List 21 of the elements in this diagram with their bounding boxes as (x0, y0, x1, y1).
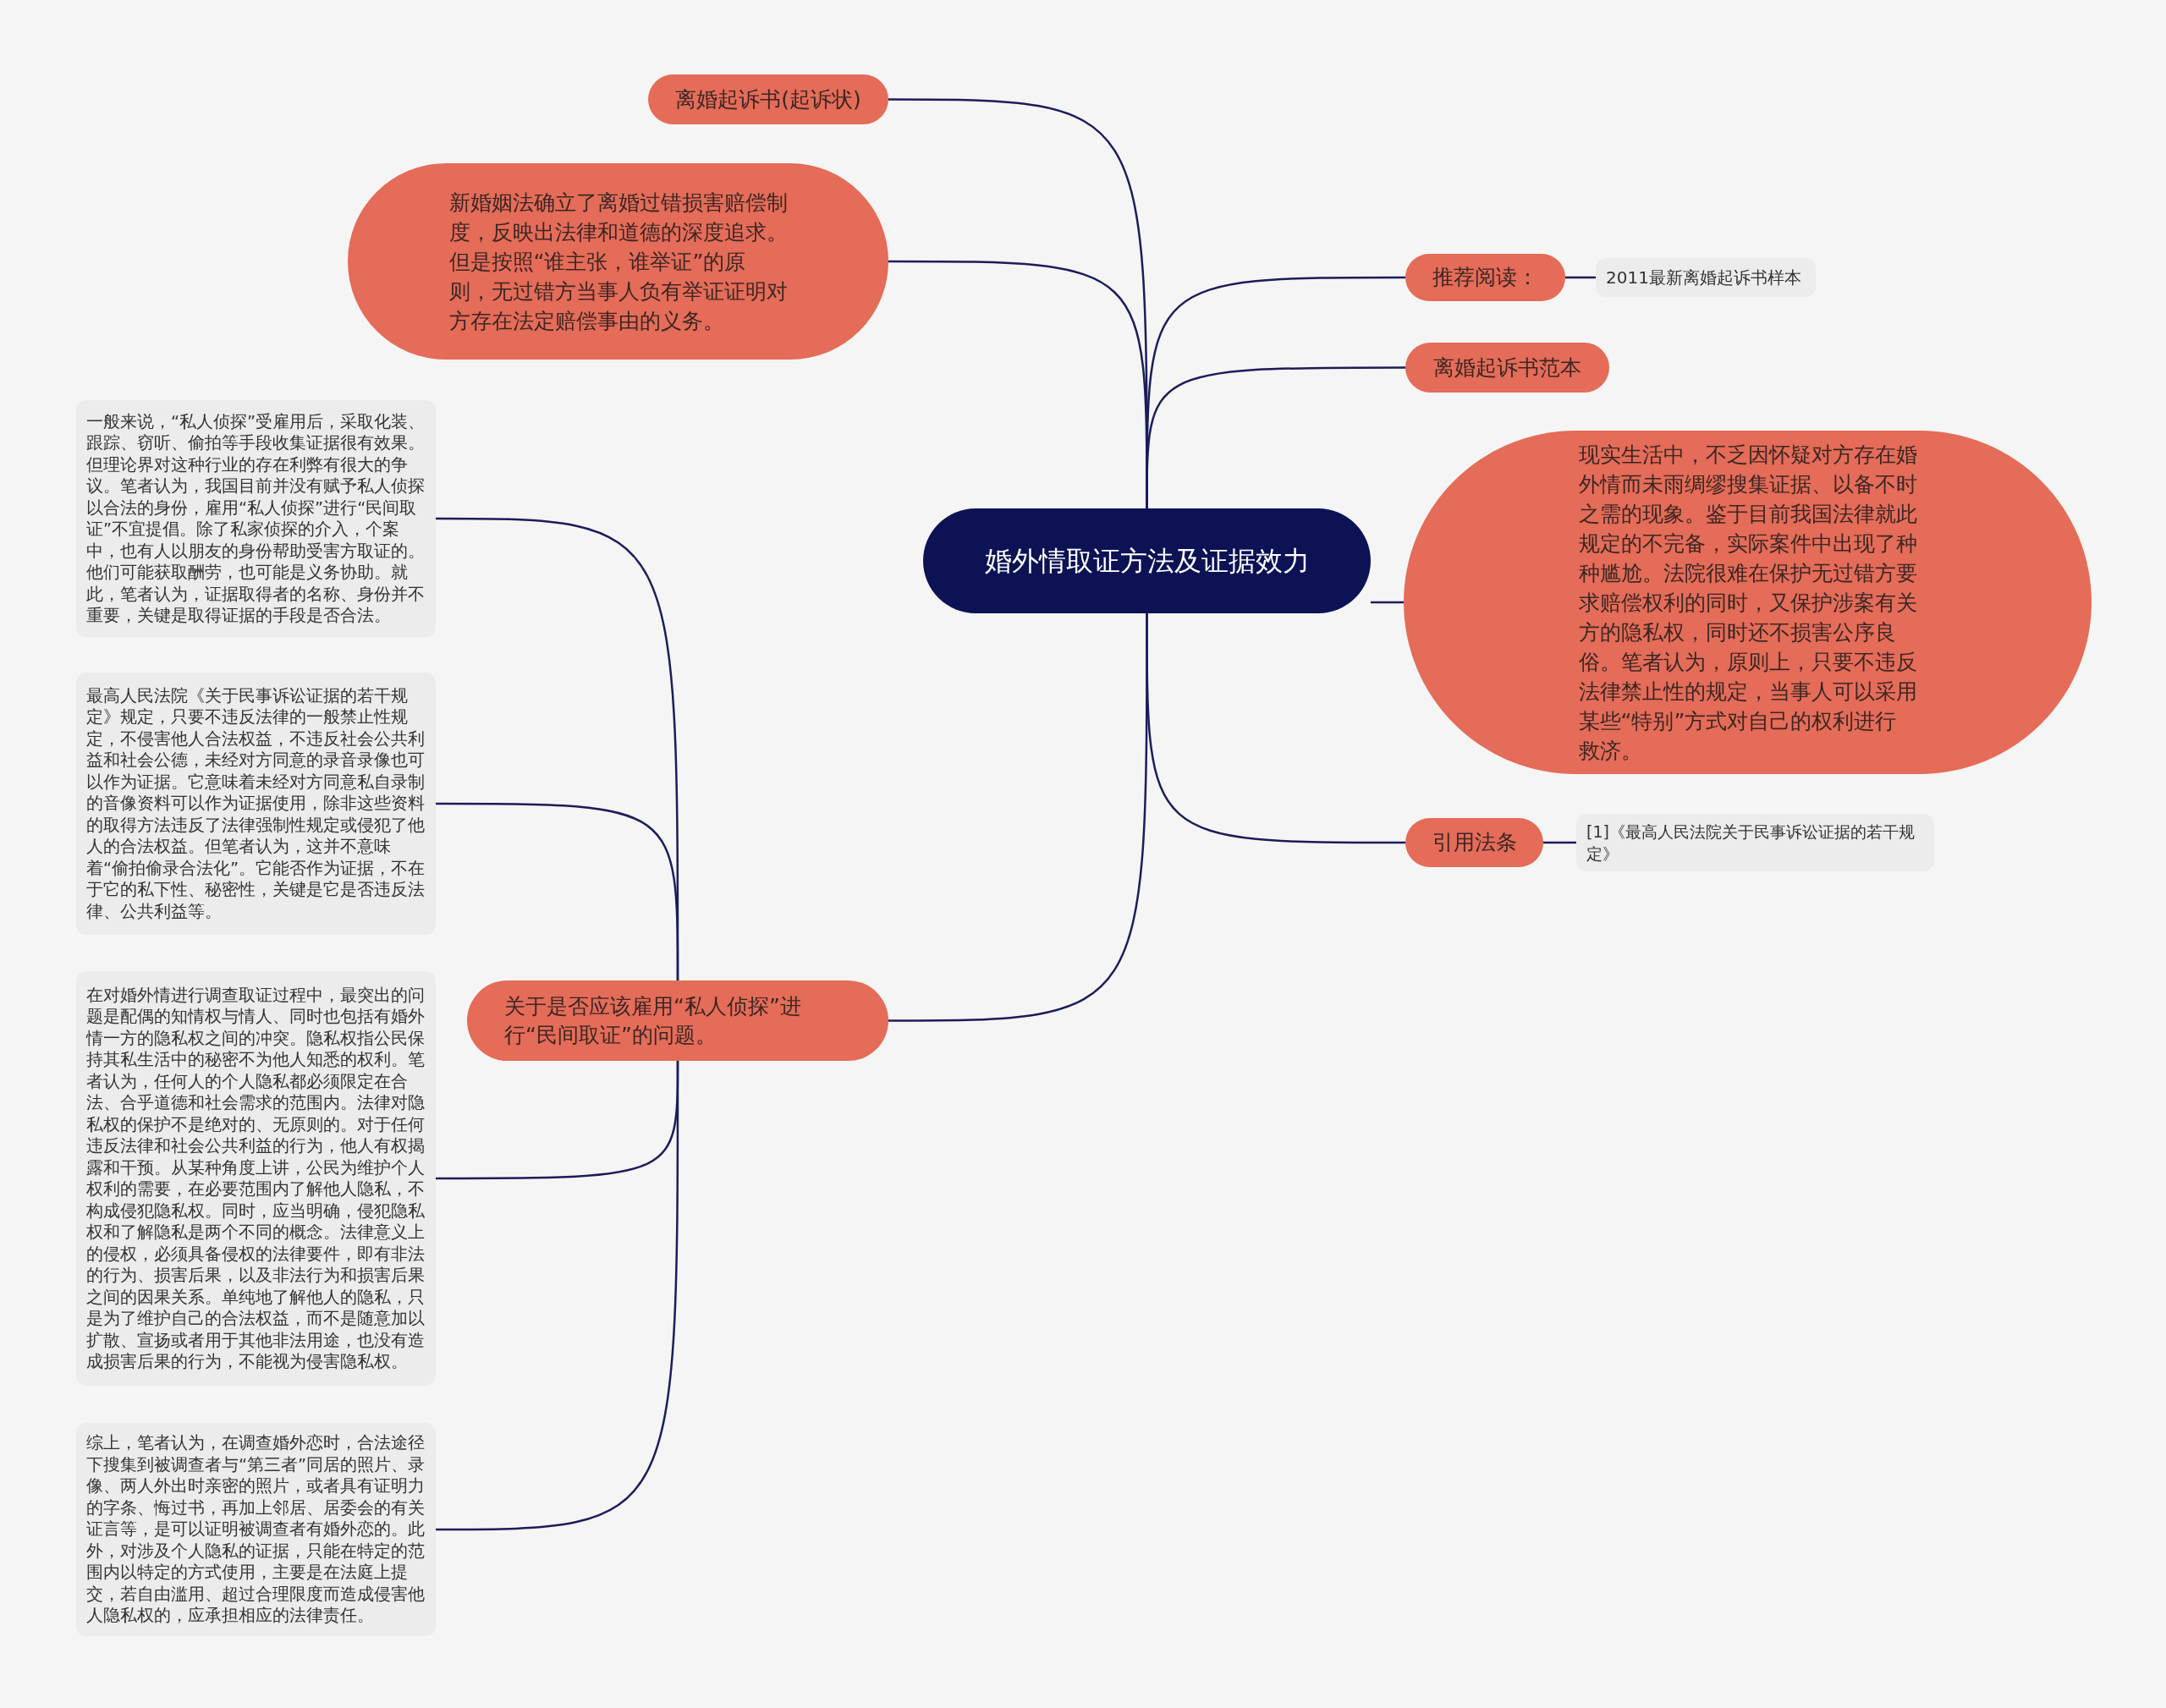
topic-bubble: 引用法条 (1405, 818, 1543, 867)
connector (436, 1061, 679, 1531)
topic-bubble: 离婚起诉书(起诉状) (648, 74, 888, 124)
topic-bubble: 新婚姻法确立了离婚过错损害赔偿制度，反映出法律和道德的深度追求。但是按照“谁主张，谁举证”的原则，无过错方当事人负有举证证明对方存在法定赔偿事由的义务。 (348, 163, 888, 360)
topic-bubble: 现实生活中，不乏因怀疑对方存在婚外情而未雨绸缪搜集证据、以备不时之需的现象。鉴于目前我国法律就此规定的不完备，实际案件中出现了种种尴尬。法院很难在保护无过错方要求赔偿权利的同时，又保护涉案有关方的隐私权，同时还不损害公序良俗。笔者认为，原则上，只要不违反法律禁止性的规定，当事人可以采用某些“特别”方式对自己的权利进行救济。 (1404, 431, 2092, 774)
note-card: 综上，笔者认为，在调查婚外恋时，合法途径下搜集到被调查者与“第三者”同居的照片、录像、两人外出时亲密的照片，或者具有证明力的字条、悔过书，再加上邻居、居委会的有关证言等，是可以证明被调查者有婚外恋的。此外，对涉及个人隐私的证据，只能在特定的范围内以特定的方式使用，主要是在法庭上提交，若自由滥用、超过合理限度而造成侵害他人隐私权的，应承担相应的法律责任。 (76, 1423, 436, 1636)
note-card: 一般来说，“私人侦探”受雇用后，采取化装、跟踪、窃听、偷拍等手段收集证据很有效果。但理论界对这种行业的存在利弊有很大的争议。笔者认为，我国目前并没有赋予私人侦探以合法的身份，雇用“私人侦探”进行“民间取证”不宜提倡。除了私家侦探的介入，个案中，也有人以朋友的身份帮助受害方取证的。他们可能获取酬劳，也可能是义务协助。就此，笔者认为，证据取得者的名称、身份并不重要，关键是取得证据的手段是否合法。 (76, 400, 436, 637)
connector (1146, 366, 1405, 508)
note-card: 在对婚外情进行调查取证过程中，最突出的问题是配偶的知情权与情人、同时也包括有婚外情一方的隐私权之间的冲突。隐私权指公民保持其私生活中的秘密不为他人知悉的权利。笔者认为，任何人的个人隐私都必须限定在合法、合乎道德和社会需求的范围内。法律对隐私权的保护不是绝对的、无原则的。对于任何违反法律和社会公共利益的行为，他人有权揭露和干预。从某种角度上讲，公民为维护个人权利的需要，在必要范围内了解他人隐私，不构成侵犯隐私权。同时，应当明确，侵犯隐私权和了解隐私是两个不同的概念。法律意义上的侵权，必须具备侵权的法律要件，即有非法的行为、损害后果，以及非法行为和损害后果之间的因果关系。单纯地了解他人的隐私，只是为了维护自己的合法权益，而不是随意加以扩散、宣扬或者用于其他非法用途，也没有造成损害后果的行为，不能视为侵害隐私权。 (76, 971, 436, 1386)
connector (1371, 601, 1404, 604)
note-card: 最高人民法院《关于民事诉讼证据的若干规定》规定，只要不违反法律的一般禁止性规定，不侵害他人合法权益，不违反社会公共利益和社会公德，未经对方同意的录音录像也可以作为证据。它意味着未经对方同意私自录制的音像资料可以作为证据使用，除非这些资料的取得方法违反了法律强制性规定或侵犯了他人的合法权益。但笔者认为，这并不意味着“偷拍偷录合法化”。它能否作为证据，不在于它的私下性、秘密性，关键是它是否违反法律、公共利益等。 (76, 673, 436, 935)
connector (436, 802, 679, 980)
note-card: [1]《最高人民法院关于民事诉讼证据的若干规定》 (1576, 814, 1934, 871)
topic-bubble: 关于是否应该雇用“私人侦探”进行“民间取证”的问题。 (467, 980, 888, 1061)
note-card: 2011最新离婚起诉书样本 (1596, 258, 1816, 297)
connector (1565, 276, 1596, 279)
central-topic: 婚外情取证方法及证据效力 (923, 508, 1371, 613)
topic-bubble: 离婚起诉书范本 (1405, 343, 1609, 393)
connector (888, 613, 1148, 1022)
topic-bubble: 推荐阅读： (1405, 254, 1565, 301)
connector (1543, 841, 1576, 844)
